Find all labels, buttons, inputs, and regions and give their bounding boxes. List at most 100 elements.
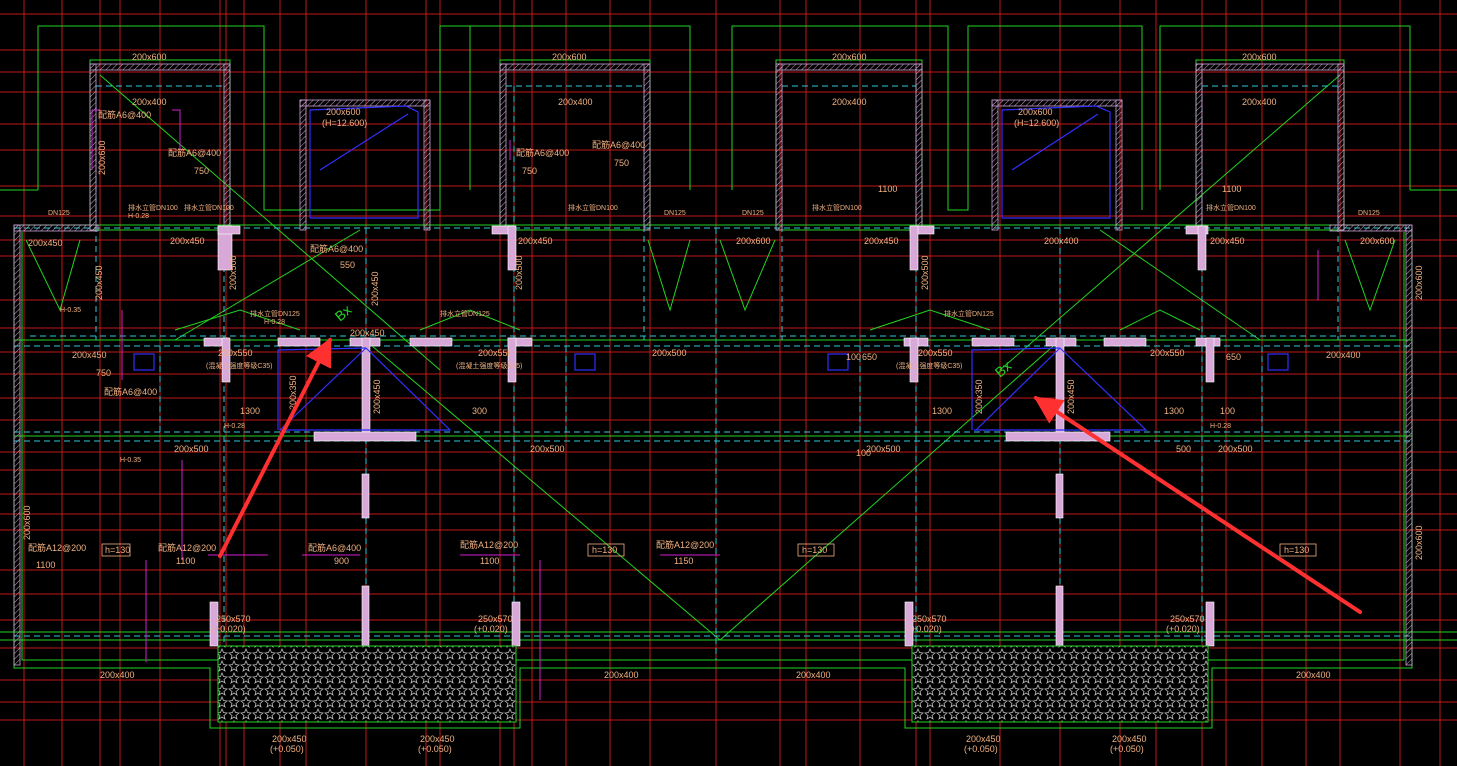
dimension: 100 [856, 448, 871, 458]
dimension: 1150 [674, 556, 693, 566]
dimension: 650 [862, 352, 877, 362]
column [361, 473, 370, 519]
cap-label: 200x450 [966, 734, 1001, 744]
dimension: 550 [340, 260, 355, 270]
wall-label-vertical: 200x600 [97, 140, 107, 175]
rebar-label: 配筋A12@200 [158, 542, 216, 553]
svg-text:h=130: h=130 [592, 545, 617, 555]
wall-label: 200x600 [1360, 236, 1395, 246]
wall-label: 200x600 [736, 236, 771, 246]
wall-segment [1405, 224, 1413, 666]
shaft [133, 353, 155, 371]
wall-label: 200x400 [1044, 236, 1079, 246]
fan-lines [419, 309, 521, 331]
outline-top-left [37, 25, 471, 211]
wall-segment [423, 99, 431, 231]
fan-lines [1344, 239, 1396, 312]
dimension: 1300 [932, 406, 952, 416]
column [1205, 337, 1215, 383]
wall-label: 200x400 [1326, 350, 1361, 360]
svg-text:h=130: h=130 [105, 545, 130, 555]
column [1197, 225, 1207, 271]
drain-label: DN125 [48, 210, 70, 217]
bay-height: (+0.020) [474, 624, 508, 634]
dimension: 500 [1176, 444, 1191, 454]
stair-beam [280, 347, 452, 431]
shaft [827, 353, 849, 371]
wall-label-vertical: 200x600 [22, 505, 32, 540]
labels: 200x600 200x600 200x600 200x600 200x400 … [28, 52, 1395, 754]
wall-segment [13, 224, 21, 666]
wall-label: 200x600 [326, 107, 361, 117]
wall-segment [775, 63, 923, 71]
diagonal [364, 339, 721, 641]
annotation-arrow-right[interactable] [1033, 396, 1362, 614]
slab-thickness-tag: h=130 [1279, 543, 1317, 557]
cap-label: 200x450 [1112, 734, 1147, 744]
dimension: 1100 [878, 184, 897, 194]
wall-label-vertical: 200x500 [920, 255, 930, 290]
cap-height: (+0.050) [1110, 744, 1144, 754]
hatch-area-right [911, 645, 1209, 723]
pipe-label: 排水立管DN125 [440, 309, 490, 318]
wall-label: 200x450 [28, 238, 63, 248]
wall-label: 200x550 [218, 348, 253, 358]
stair-outline [309, 105, 419, 219]
drain-label: DN125 [664, 210, 686, 217]
stair-outline [1001, 105, 1111, 219]
column [904, 601, 914, 647]
dimension: 100 [1220, 406, 1235, 416]
wall-label: 200x550 [478, 348, 513, 358]
stair-diag [1011, 113, 1099, 171]
column [217, 225, 241, 235]
cap-height: (+0.050) [418, 744, 452, 754]
rebar-label: 配筋A12@200 [460, 539, 518, 550]
dimension: 750 [614, 158, 629, 168]
dimension: 1100 [176, 556, 195, 566]
wall-label-vertical: 200x600 [1414, 525, 1424, 560]
building-outline-inner [21, 232, 1405, 661]
wall-label-vertical: 200x500 [228, 255, 238, 290]
annotation-arrow-left[interactable] [218, 337, 332, 558]
wall-segment [1115, 99, 1123, 231]
cap-label: 200x450 [272, 734, 307, 744]
wall-label: 200x500 [866, 444, 901, 454]
wall-label: 200x600 [552, 52, 587, 62]
wall-label: 200x500 [174, 444, 209, 454]
pipe-label: 排水立管DN100 [568, 203, 618, 212]
wall-segment [991, 99, 999, 231]
svg-text:h=130: h=130 [1284, 545, 1309, 555]
wall-segment [499, 63, 651, 71]
dimension: 100 [846, 352, 861, 362]
column [409, 337, 453, 347]
fan-lines [1119, 309, 1201, 331]
column [1005, 431, 1111, 442]
dimension: 750 [522, 166, 537, 176]
dimension: 750 [194, 166, 209, 176]
wall-segment [299, 99, 431, 107]
beam-label: 200x400 [1296, 670, 1331, 680]
wall-segment [1195, 63, 1345, 71]
slab-thickness-tag: h=130 [587, 543, 625, 557]
outline-top-mid [469, 25, 691, 190]
rebar-label: 配筋A12@200 [28, 542, 86, 553]
leader [91, 109, 100, 170]
wall-segment [1337, 63, 1345, 231]
wall-segment [643, 63, 651, 231]
cap-height: (+0.050) [270, 744, 304, 754]
rebar-label: 配筋A6@400 [104, 386, 157, 397]
bay-height: (+0.020) [1166, 624, 1200, 634]
columns [203, 225, 1221, 647]
pipe-label: 排水立管DN100 [184, 203, 234, 212]
column [1185, 225, 1209, 235]
outline-top-far-right [1159, 25, 1411, 190]
fan-lines [174, 309, 301, 331]
slab-thickness-tag: h=130 [797, 543, 835, 557]
column [361, 337, 371, 439]
wall-label: 200x550 [1150, 348, 1185, 358]
wall-label: 200x600 [1018, 107, 1053, 117]
shaft [1267, 353, 1289, 371]
wall-label-vertical: 200x450 [372, 379, 382, 414]
wall-label-vertical: 200x600 [1414, 265, 1424, 300]
